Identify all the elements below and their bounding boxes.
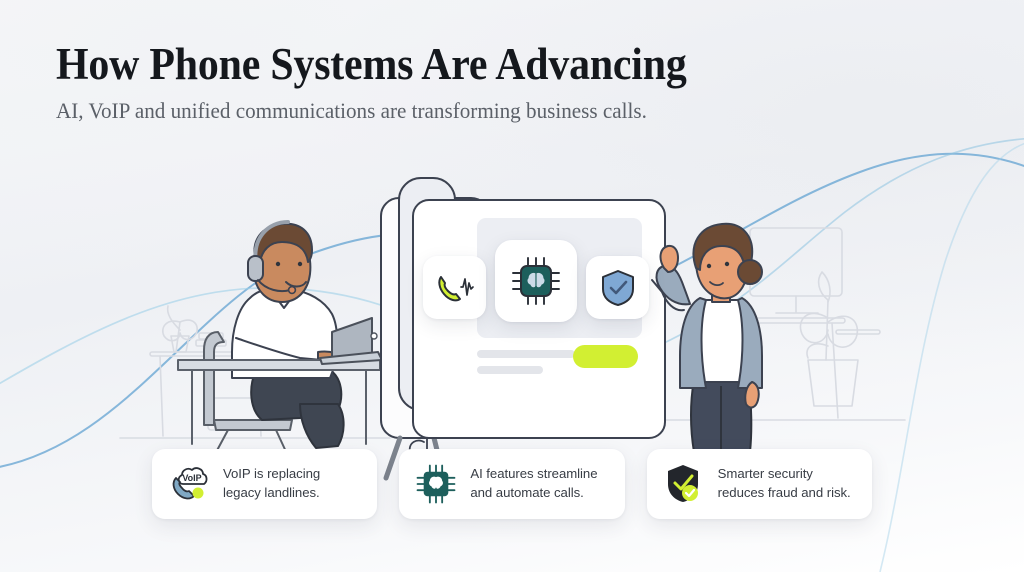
feature-card-ai[interactable]: AI features streamline and automate call… bbox=[399, 449, 625, 519]
feature-card-text: VoIP is replacing legacy landlines. bbox=[223, 465, 320, 502]
feature-card-text: AI features streamline and automate call… bbox=[470, 465, 597, 502]
feature-card-text: Smarter security reduces fraud and risk. bbox=[718, 465, 851, 502]
tile-voip-call[interactable] bbox=[423, 256, 486, 319]
card-line-1: AI features streamline bbox=[470, 466, 598, 482]
phone-call-waveform-icon bbox=[437, 275, 474, 301]
card-line-2: legacy landlines. bbox=[223, 485, 320, 500]
tile-ai-chip[interactable] bbox=[495, 240, 577, 322]
desk-phone-object bbox=[380, 177, 490, 481]
ai-chip-brain-icon bbox=[512, 257, 560, 305]
feature-cards-row: VoIP VoIP is replacing legacy landlines. bbox=[152, 449, 872, 519]
card-line-2: reduces fraud and risk. bbox=[717, 485, 851, 500]
feature-card-voip[interactable]: VoIP VoIP is replacing legacy landlines. bbox=[152, 449, 378, 519]
header-block: How Phone Systems Are Advancing AI, VoIP… bbox=[56, 39, 936, 124]
shield-check-badge-icon bbox=[663, 463, 705, 505]
headset-agent-figure bbox=[177, 220, 383, 457]
voip-cloud-phone-icon: VoIP bbox=[168, 463, 210, 505]
card-line-1: VoIP is replacing bbox=[223, 466, 321, 482]
page-title: How Phone Systems Are Advancing bbox=[56, 39, 687, 89]
page-subtitle: AI, VoIP and unified communications are … bbox=[56, 97, 647, 123]
tile-security-shield[interactable] bbox=[586, 256, 649, 319]
background-furniture-left bbox=[119, 305, 391, 439]
background-furniture-right bbox=[659, 227, 906, 421]
ai-chip-brain-icon bbox=[415, 463, 457, 505]
svg-text:VoIP: VoIP bbox=[182, 473, 201, 483]
placeholder-bar bbox=[477, 366, 543, 374]
placeholder-bar bbox=[477, 350, 575, 358]
card-line-1: Smarter security bbox=[717, 466, 813, 482]
primary-cta-button bbox=[573, 345, 638, 368]
feature-card-security[interactable]: Smarter security reduces fraud and risk. bbox=[646, 449, 872, 519]
card-line-2: and automate calls. bbox=[470, 485, 584, 500]
presenting-woman-figure bbox=[651, 222, 763, 453]
shield-check-icon bbox=[601, 269, 634, 306]
